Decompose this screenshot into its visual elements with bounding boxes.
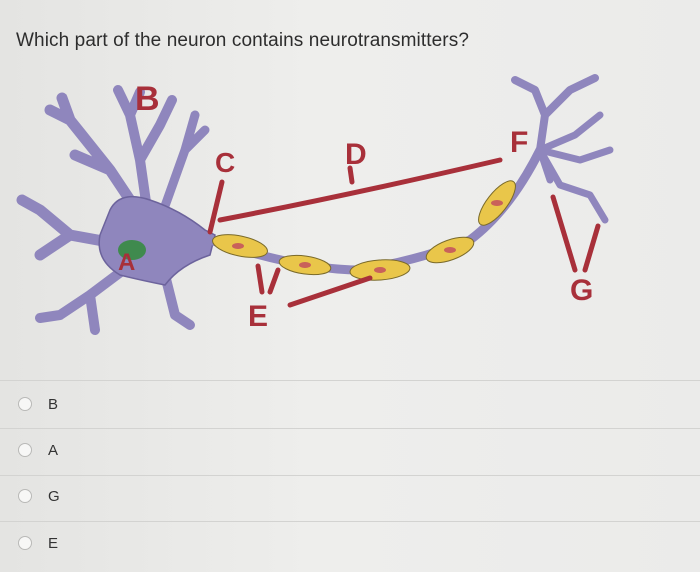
label-b: B [135, 80, 160, 118]
radio-button[interactable] [18, 397, 32, 411]
neuron-diagram: B A C D E F G [16, 74, 614, 335]
radio-button[interactable] [18, 536, 32, 550]
label-g: G [570, 274, 593, 307]
divider [0, 380, 700, 381]
option-label: B [48, 395, 59, 413]
divider [0, 521, 700, 522]
question-text: Which part of the neuron contains neurot… [16, 30, 469, 51]
sheath-nuclei [232, 200, 503, 273]
option-g[interactable]: G [18, 483, 60, 509]
cell-body [98, 195, 216, 286]
label-f: F [510, 126, 528, 159]
label-e: E [248, 300, 268, 333]
label-a: A [118, 249, 135, 276]
option-label: A [48, 441, 59, 459]
nucleus-icon [118, 240, 146, 260]
option-a[interactable]: A [18, 437, 58, 463]
divider [0, 428, 700, 429]
option-label: G [48, 487, 60, 505]
label-d: D [345, 138, 367, 171]
label-c: C [215, 147, 235, 178]
option-e[interactable]: E [18, 530, 58, 556]
label-pointers [207, 157, 601, 308]
radio-button[interactable] [18, 443, 32, 457]
divider [0, 475, 700, 476]
option-label: E [48, 534, 59, 552]
axon-terminals [511, 74, 614, 224]
option-b[interactable]: B [18, 391, 58, 417]
radio-button[interactable] [18, 489, 32, 503]
